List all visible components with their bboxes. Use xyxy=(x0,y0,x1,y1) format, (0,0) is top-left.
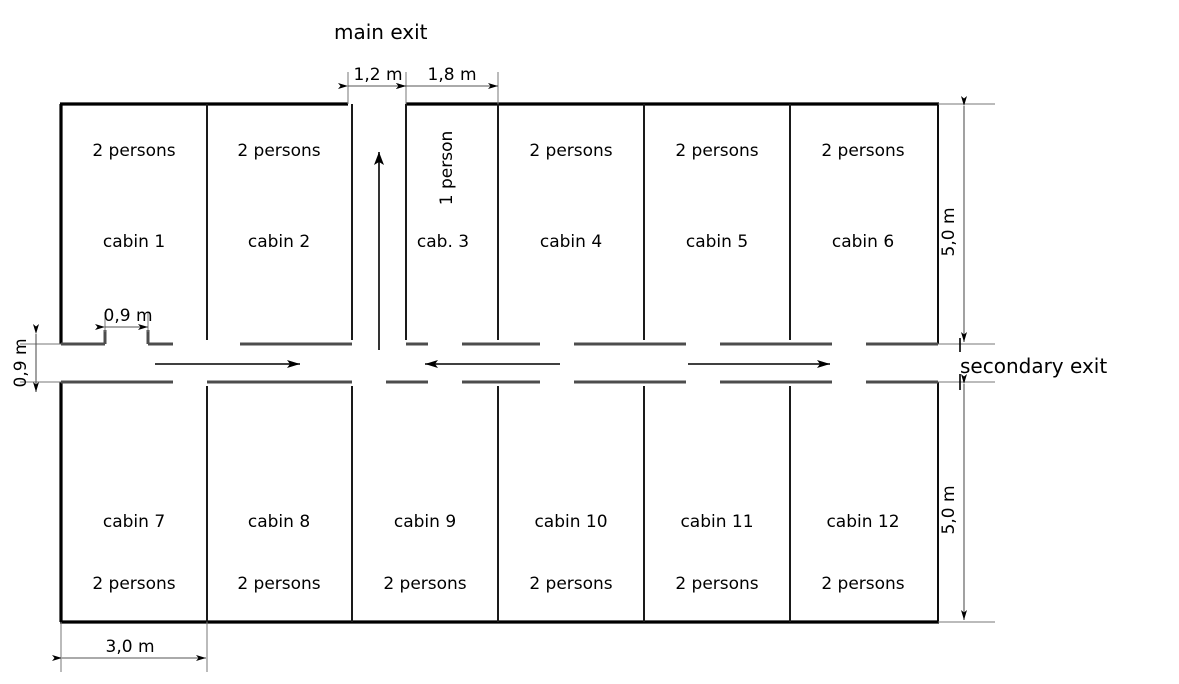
dimension-label-0-9m-door: 0,9 m xyxy=(104,306,153,326)
dimension-label-5-0m-top: 5,0 m xyxy=(939,208,959,257)
top-row-partitions xyxy=(206,104,791,340)
dimension-top-corridor xyxy=(338,72,499,104)
cabin-9-name: cabin 9 xyxy=(394,512,456,532)
cabin-12-occupancy: 2 persons xyxy=(821,574,904,594)
cabin-4-name: cabin 4 xyxy=(540,232,602,252)
dimension-label-0-9m-corridor: 0,9 m xyxy=(11,339,31,388)
cabin-4-occupancy: 2 persons xyxy=(529,141,612,161)
cabin-2-occupancy: 2 persons xyxy=(237,141,320,161)
cabin-5-occupancy: 2 persons xyxy=(675,141,758,161)
corridor-upper-wall xyxy=(61,330,938,346)
cabin-10-occupancy: 2 persons xyxy=(529,574,612,594)
dimension-label-5-0m-bottom: 5,0 m xyxy=(939,486,959,535)
cabin-8-occupancy: 2 persons xyxy=(237,574,320,594)
dimension-label-3-0m: 3,0 m xyxy=(106,637,155,657)
dimension-corridor-height xyxy=(20,324,61,392)
cabin-3-occupancy: 1 person xyxy=(437,131,457,206)
cabin-2-name: cabin 2 xyxy=(248,232,310,252)
cabin-11-name: cabin 11 xyxy=(680,512,753,532)
cabin-6-name: cabin 6 xyxy=(832,232,894,252)
cabin-5-name: cabin 5 xyxy=(686,232,748,252)
dimension-label-1-2m: 1,2 m xyxy=(354,65,403,85)
dimension-door-width xyxy=(95,312,149,332)
cabin-8-name: cabin 8 xyxy=(248,512,310,532)
main-exit-label: main exit xyxy=(334,20,428,44)
dimension-depth-bottom xyxy=(938,374,995,623)
cabin-3-name: cab. 3 xyxy=(417,232,469,252)
cabin-7-name: cabin 7 xyxy=(103,512,165,532)
cabin-9-occupancy: 2 persons xyxy=(383,574,466,594)
dimension-depth-top xyxy=(938,96,995,345)
cabin-6-occupancy: 2 persons xyxy=(821,141,904,161)
cabin-7-occupancy: 2 persons xyxy=(92,574,175,594)
bottom-row-partitions xyxy=(206,386,791,622)
cabin-12-name: cabin 12 xyxy=(826,512,899,532)
cabin-11-occupancy: 2 persons xyxy=(675,574,758,594)
secondary-exit-label: secondary exit xyxy=(960,354,1107,378)
cabin-10-name: cabin 10 xyxy=(534,512,607,532)
cabin-1-occupancy: 2 persons xyxy=(92,141,175,161)
dimension-label-1-8m: 1,8 m xyxy=(428,65,477,85)
cabin-1-name: cabin 1 xyxy=(103,232,165,252)
dimension-cabin-width xyxy=(52,622,208,672)
